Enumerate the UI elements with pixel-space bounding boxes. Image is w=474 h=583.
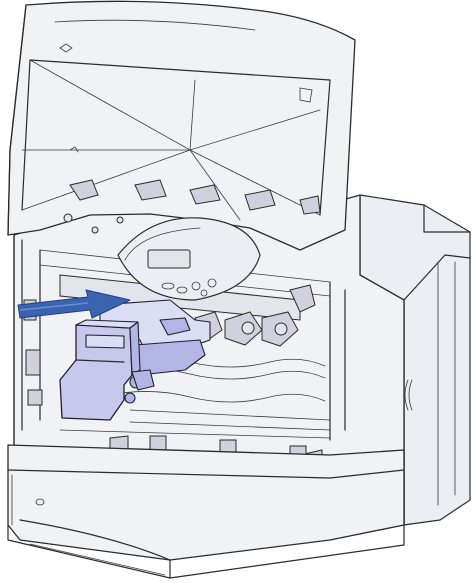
open-top-cover (7, 0, 356, 251)
insert-arrow-icon (17, 289, 131, 319)
paper-tray (7, 444, 405, 579)
operator-panel (117, 217, 261, 301)
panel-display (147, 249, 191, 269)
cartridge (59, 299, 211, 421)
